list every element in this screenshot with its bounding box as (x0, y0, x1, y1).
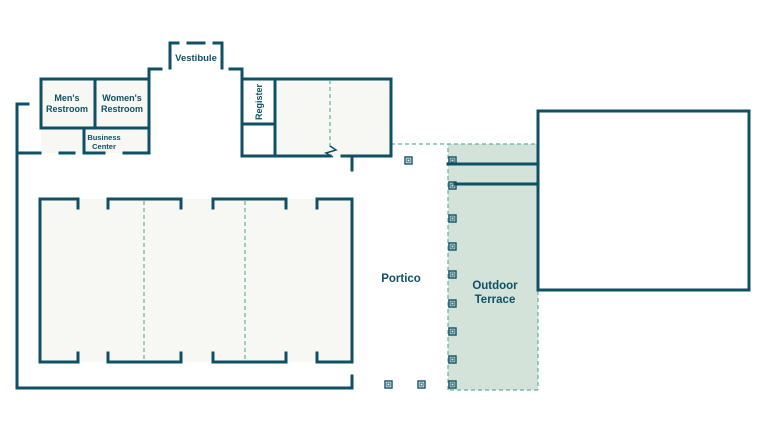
west-corridor-walls (15, 102, 76, 390)
south-wall (15, 374, 354, 390)
meeting-room-fill (275, 79, 391, 156)
east-building (536, 109, 751, 292)
meeting-room-walls (228, 67, 393, 158)
mens-restroom-label-line1: Men's (54, 93, 79, 103)
pillar-icon-group (384, 156, 457, 389)
vestibule-label: Vestibule (175, 53, 217, 64)
terrace-rails (446, 162, 540, 186)
outdoor-terrace-label-line1: Outdoor (472, 280, 518, 292)
outdoor-terrace-label-line2: Terrace (475, 294, 516, 306)
outdoor-terrace-area (448, 144, 538, 390)
vestibule-walls (168, 41, 224, 70)
womens-restroom-label-line1: Women's (102, 93, 141, 103)
mens-restroom-label-line2: Restroom (46, 104, 88, 114)
ballroom-walls (38, 197, 354, 364)
ballroom-fill (40, 199, 352, 362)
business-center-label-line2: Center (92, 142, 116, 151)
ballroom-dividers (143, 201, 246, 360)
restroom-walls (39, 67, 163, 155)
register-label: Register (254, 83, 264, 120)
portico-label: Portico (381, 273, 421, 285)
business-center-label-line1: Business (87, 133, 120, 142)
womens-restroom-label-line2: Restroom (101, 104, 143, 114)
stair-mark (324, 145, 338, 158)
